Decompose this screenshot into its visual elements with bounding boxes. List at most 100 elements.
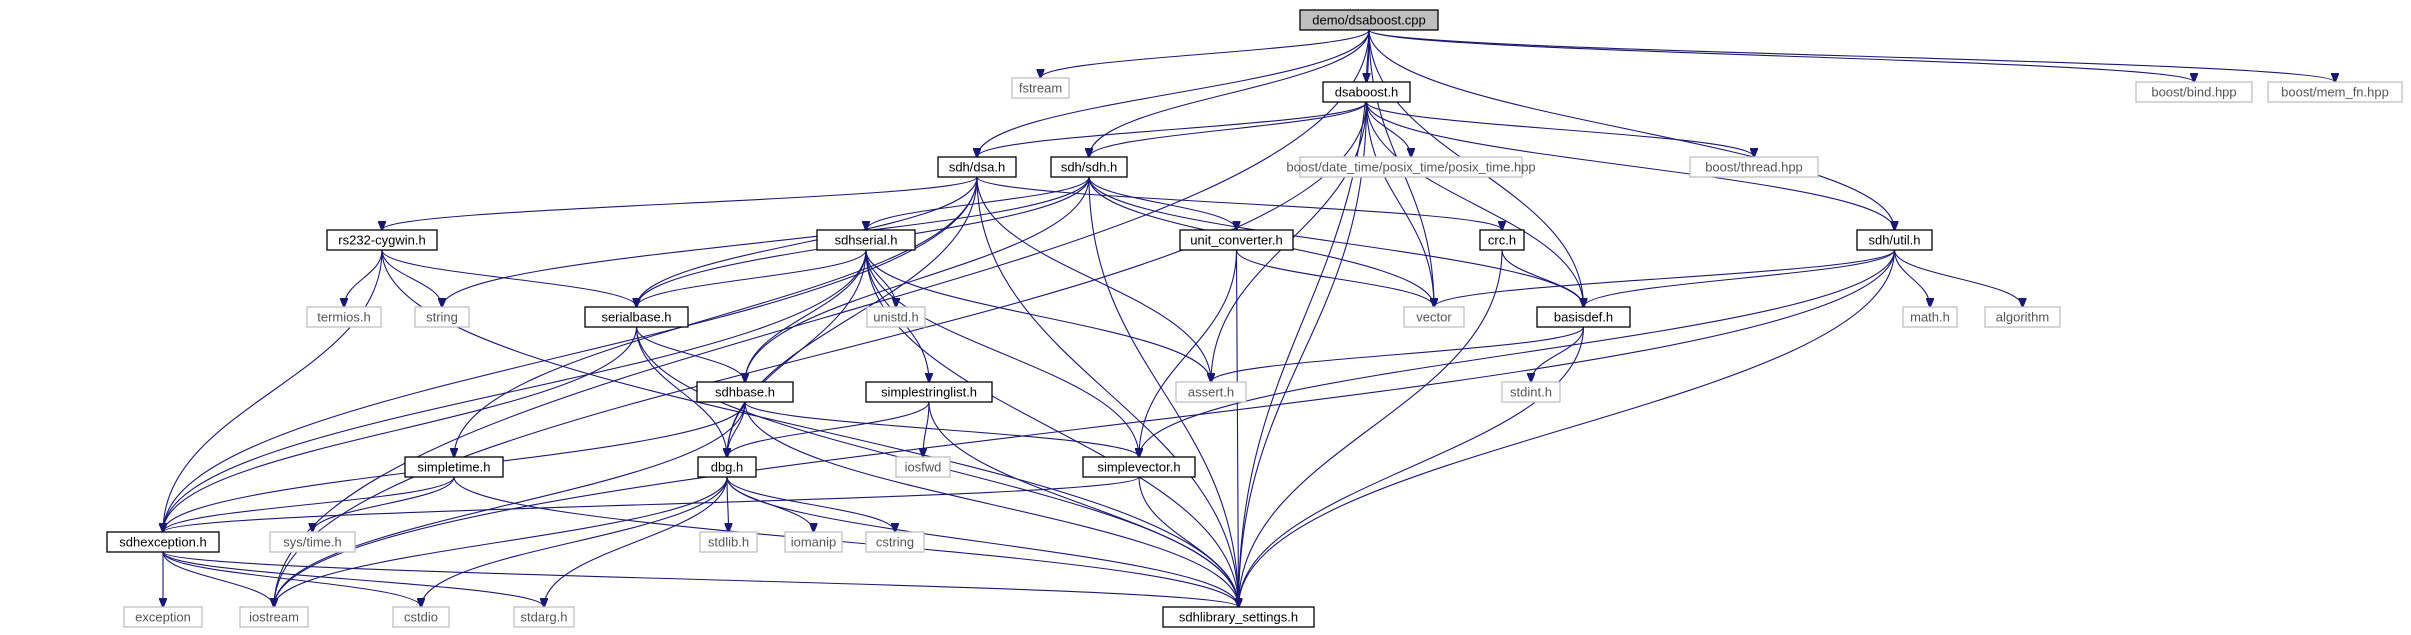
node-sdhexception[interactable]: sdhexception.h [106,531,220,553]
node-box [1011,77,1070,99]
node-label: boost/thread.hpp [1705,160,1803,175]
node-unit-conv[interactable]: unit_converter.h [1179,229,1294,251]
node-label: simplestringlist.h [881,385,977,400]
node-rs232[interactable]: rs232-cygwin.h [326,229,438,251]
node-box [392,606,450,628]
node-box [1902,306,1958,328]
edge-sdhserial-to-sdhbase [745,249,867,382]
edge-dbg-to-iostream [274,476,728,607]
edge-unit_conv-to-vector [1235,249,1435,307]
edge-crc-to-sdhlibrary [1239,249,1503,607]
node-label: sdhbase.h [715,385,775,400]
edge-rs232-to-serialbase [381,249,637,307]
node-box [1479,229,1525,251]
node-stdarg: stdarg.h [513,606,575,628]
node-box [1175,381,1247,403]
node-dsaboost-h[interactable]: dsaboost.h [1322,81,1411,103]
edge-sdh_util-to-iostream [274,249,1896,607]
edge-simplevector-to-sdhexception [163,476,1140,532]
node-sdhserial[interactable]: sdhserial.h [816,229,916,251]
edge-sdhexception-to-sdhlibrary [162,551,1239,607]
node-label: boost/date_time/posix_time/posix_time.hp… [1286,160,1535,175]
node-box [937,156,1017,178]
edge-sdhexception-to-stdarg [162,551,544,607]
node-label: dbg.h [711,460,744,475]
edge-sdh_sdh-to-string [442,176,1090,307]
edge-dbg-to-cstdio [421,476,728,607]
node-label: fstream [1019,81,1062,96]
edge-rs232-to-termios [344,249,383,307]
edge-dsaboost_h-to-sdhlibrary [1239,101,1368,607]
node-box [2135,81,2253,103]
node-label: stdlib.h [708,535,749,550]
node-serialbase[interactable]: serialbase.h [584,306,689,328]
node-box [784,531,843,553]
node-box [895,456,951,478]
edge-sdhbase-to-sdhlibrary [744,401,1239,607]
node-root[interactable]: demo/dsaboost.cpp [1299,9,1439,31]
node-dbg[interactable]: dbg.h [697,456,757,478]
node-box [1689,156,1819,178]
edge-sdhserial-to-sdhlibrary [865,249,1239,607]
node-cstdio: cstdio [392,606,450,628]
node-label: sdh/dsa.h [949,160,1005,175]
node-box [513,606,575,628]
edge-simplevector-to-sdhlibrary [1138,476,1239,607]
node-box [123,606,203,628]
node-label: math.h [1910,310,1950,325]
node-sdh-dsa[interactable]: sdh/dsa.h [937,156,1017,178]
edge-sdh_dsa-to-simpletime [454,176,978,457]
node-label: sdhexception.h [119,535,206,550]
edge-dbg-to-cstring [726,476,895,532]
edge-dsaboost_h-to-sdh_sdh [1089,101,1368,157]
edge-dsaboost_h-to-iostream [274,101,1368,607]
node-simpletime[interactable]: simpletime.h [404,456,504,478]
node-box [1322,81,1411,103]
node-label: basisdef.h [1554,310,1613,325]
node-box [1050,156,1128,178]
node-sdhbase[interactable]: sdhbase.h [696,381,794,403]
node-sdh-util[interactable]: sdh/util.h [1856,229,1933,251]
edge-dsaboost_h-to-boost_thread [1365,101,1755,157]
node-label: assert.h [1188,385,1234,400]
edge-sdh_dsa-to-dbg [727,176,978,457]
edge-sdh_dsa-to-serialbase [637,176,978,307]
node-basisdef[interactable]: basisdef.h [1536,306,1631,328]
node-box [1082,456,1196,478]
edge-sdh_sdh-to-sdhlibrary [1088,176,1239,607]
edge-dsaboost_h-to-basisdef [1365,101,1584,307]
edge-sdh_dsa-to-assert [976,176,1211,382]
edge-sdhexception-to-cstdio [162,551,421,607]
node-label: cstdio [404,610,438,625]
node-sdh-sdh[interactable]: sdh/sdh.h [1050,156,1128,178]
edge-dbg-to-sdhlibrary [726,476,1239,607]
edge-simpletime-to-systime [313,476,455,532]
edge-unit_conv-to-sdhlibrary [1237,249,1239,607]
edge-sdhserial-to-simplevector [865,249,1139,457]
node-box [699,531,758,553]
edge-sdh_sdh-to-basisdef [1088,176,1584,307]
node-termios: termios.h [306,306,382,328]
edge-basisdef-to-stdint [1531,326,1585,382]
node-label: sdh/util.h [1868,233,1920,248]
node-box [865,381,993,403]
node-label: sdhlibrary_settings.h [1179,610,1298,625]
node-sdhlibrary[interactable]: sdhlibrary_settings.h [1162,606,1315,628]
node-iomanip: iomanip [784,531,843,553]
node-simplestringlist[interactable]: simplestringlist.h [865,381,993,403]
node-box [696,381,794,403]
edge-dsaboost_h-to-sdh_util [1365,101,1895,230]
node-posix-time: boost/date_time/posix_time/posix_time.hp… [1286,156,1536,178]
node-label: vector [1416,310,1452,325]
node-boost-bind: boost/bind.hpp [2135,81,2253,103]
edge-sdhserial-to-sdhexception [163,249,867,532]
edge-rs232-to-sdhlibrary [381,249,1239,607]
node-math: math.h [1902,306,1958,328]
node-simplevector[interactable]: simplevector.h [1082,456,1196,478]
edge-dsaboost_h-to-sdh_dsa [977,101,1368,157]
node-crc[interactable]: crc.h [1479,229,1525,251]
edge-basisdef-to-assert [1211,326,1585,382]
node-systime: sys/time.h [269,531,356,553]
node-label: crc.h [1488,233,1516,248]
node-boost-memfn: boost/mem_fn.hpp [2267,81,2403,103]
